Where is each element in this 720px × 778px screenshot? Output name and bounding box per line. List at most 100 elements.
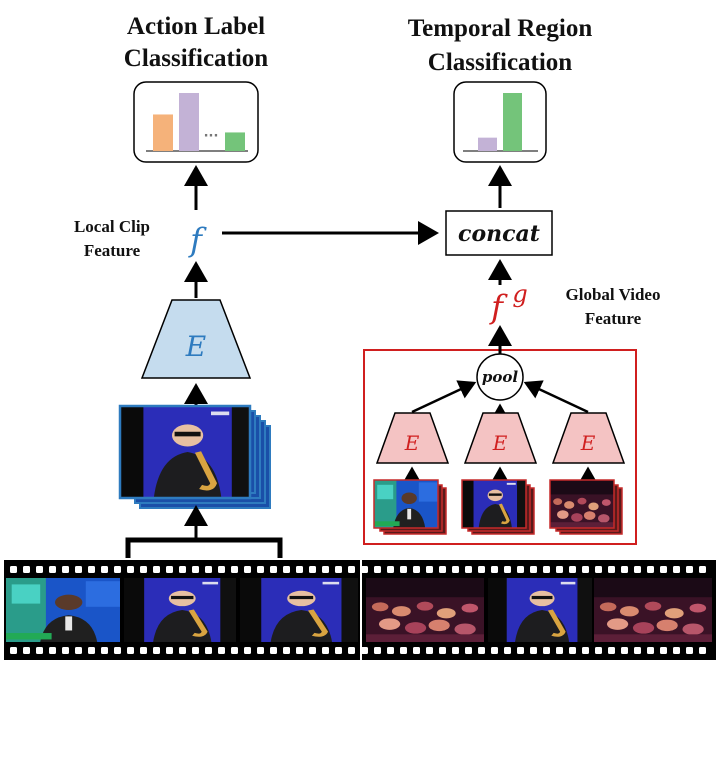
film-hole: [179, 566, 186, 573]
film-hole: [374, 647, 381, 654]
film-hole: [556, 647, 563, 654]
region-histogram-frame: [453, 81, 547, 163]
film-hole: [348, 647, 355, 654]
film-hole: [88, 647, 95, 654]
film-hole: [647, 647, 654, 654]
region-bar-1: [478, 137, 497, 151]
action-histogram: ···: [133, 81, 259, 163]
local-feature-symbol: f: [188, 221, 207, 259]
film-hole: [23, 566, 30, 573]
film-hole: [452, 647, 459, 654]
film-hole: [452, 566, 459, 573]
film-hole: [517, 647, 524, 654]
film-hole: [101, 566, 108, 573]
film-frame-3: [240, 578, 358, 642]
local-feature-label-line2: Feature: [84, 241, 141, 260]
film-hole: [361, 566, 368, 573]
film-hole: [517, 566, 524, 573]
film-hole: [10, 647, 17, 654]
film-hole: [478, 566, 485, 573]
film-hole: [699, 647, 706, 654]
action-bar-2: [179, 93, 199, 151]
film-hole: [75, 566, 82, 573]
film-hole: [322, 647, 329, 654]
film-hole: [686, 647, 693, 654]
global-encoder-3: E: [551, 412, 626, 464]
concat-box: [445, 210, 553, 256]
film-hole: [270, 647, 277, 654]
film-hole: [504, 647, 511, 654]
film-hole: [608, 647, 615, 654]
film-hole: [218, 647, 225, 654]
film-hole: [543, 566, 550, 573]
film-hole: [166, 647, 173, 654]
clip-bracket: [125, 537, 283, 558]
region-histogram: [453, 81, 547, 163]
global-clip-stack-1: [373, 479, 447, 535]
film-hole: [621, 566, 628, 573]
film-hole: [556, 566, 563, 573]
film-hole: [23, 647, 30, 654]
film-hole: [387, 566, 394, 573]
film-hole: [582, 647, 589, 654]
film-hole: [153, 566, 160, 573]
film-hole: [36, 566, 43, 573]
film-hole: [595, 566, 602, 573]
film-hole: [309, 566, 316, 573]
global-encoder-2: E: [463, 412, 538, 464]
film-hole: [153, 647, 160, 654]
temporal-title-line2: Classification: [428, 49, 573, 76]
film-hole: [101, 647, 108, 654]
film-hole: [504, 566, 511, 573]
film-hole: [62, 566, 69, 573]
film-hole: [192, 566, 199, 573]
action-title-line2: Classification: [124, 45, 269, 72]
film-hole: [426, 647, 433, 654]
film-hole: [686, 566, 693, 573]
local-feature-label-line1: Local Clip: [74, 217, 150, 236]
global-feature-label-line2: Feature: [585, 309, 642, 328]
film-hole: [634, 566, 641, 573]
film-hole: [413, 647, 420, 654]
film-hole: [634, 647, 641, 654]
film-hole: [400, 566, 407, 573]
local-encoder: [140, 299, 252, 379]
film-hole: [75, 647, 82, 654]
film-frame-4: [366, 578, 484, 642]
film-hole: [387, 647, 394, 654]
film-hole: [62, 647, 69, 654]
film-strip: [4, 560, 716, 660]
pool-label: pool: [482, 368, 518, 386]
film-hole: [543, 647, 550, 654]
film-hole: [257, 647, 264, 654]
concat-label: concat: [458, 221, 540, 247]
arrow-enc1-to-pool: [411, 380, 477, 414]
film-hole: [114, 566, 121, 573]
film-frame-2: [124, 578, 236, 642]
film-hole: [49, 647, 56, 654]
global-encoder-1: E: [375, 412, 450, 464]
film-hole: [36, 647, 43, 654]
film-hole: [218, 566, 225, 573]
film-hole: [335, 566, 342, 573]
temporal-title-line1: Temporal Region: [408, 15, 593, 42]
film-hole: [595, 647, 602, 654]
film-hole: [660, 647, 667, 654]
film-frame-5: [488, 578, 592, 642]
film-hole: [296, 566, 303, 573]
film-hole: [179, 647, 186, 654]
film-hole: [647, 566, 654, 573]
film-hole: [114, 647, 121, 654]
film-hole: [699, 566, 706, 573]
action-title-line1: Action Label: [127, 13, 265, 40]
film-hole: [374, 566, 381, 573]
film-hole: [465, 647, 472, 654]
film-hole: [231, 647, 238, 654]
film-hole: [439, 566, 446, 573]
film-hole: [582, 566, 589, 573]
global-feature-label-line1: Global Video: [566, 285, 661, 304]
film-hole: [88, 566, 95, 573]
film-hole: [192, 647, 199, 654]
film-hole: [491, 647, 498, 654]
local-encoder-label: E: [185, 330, 206, 363]
